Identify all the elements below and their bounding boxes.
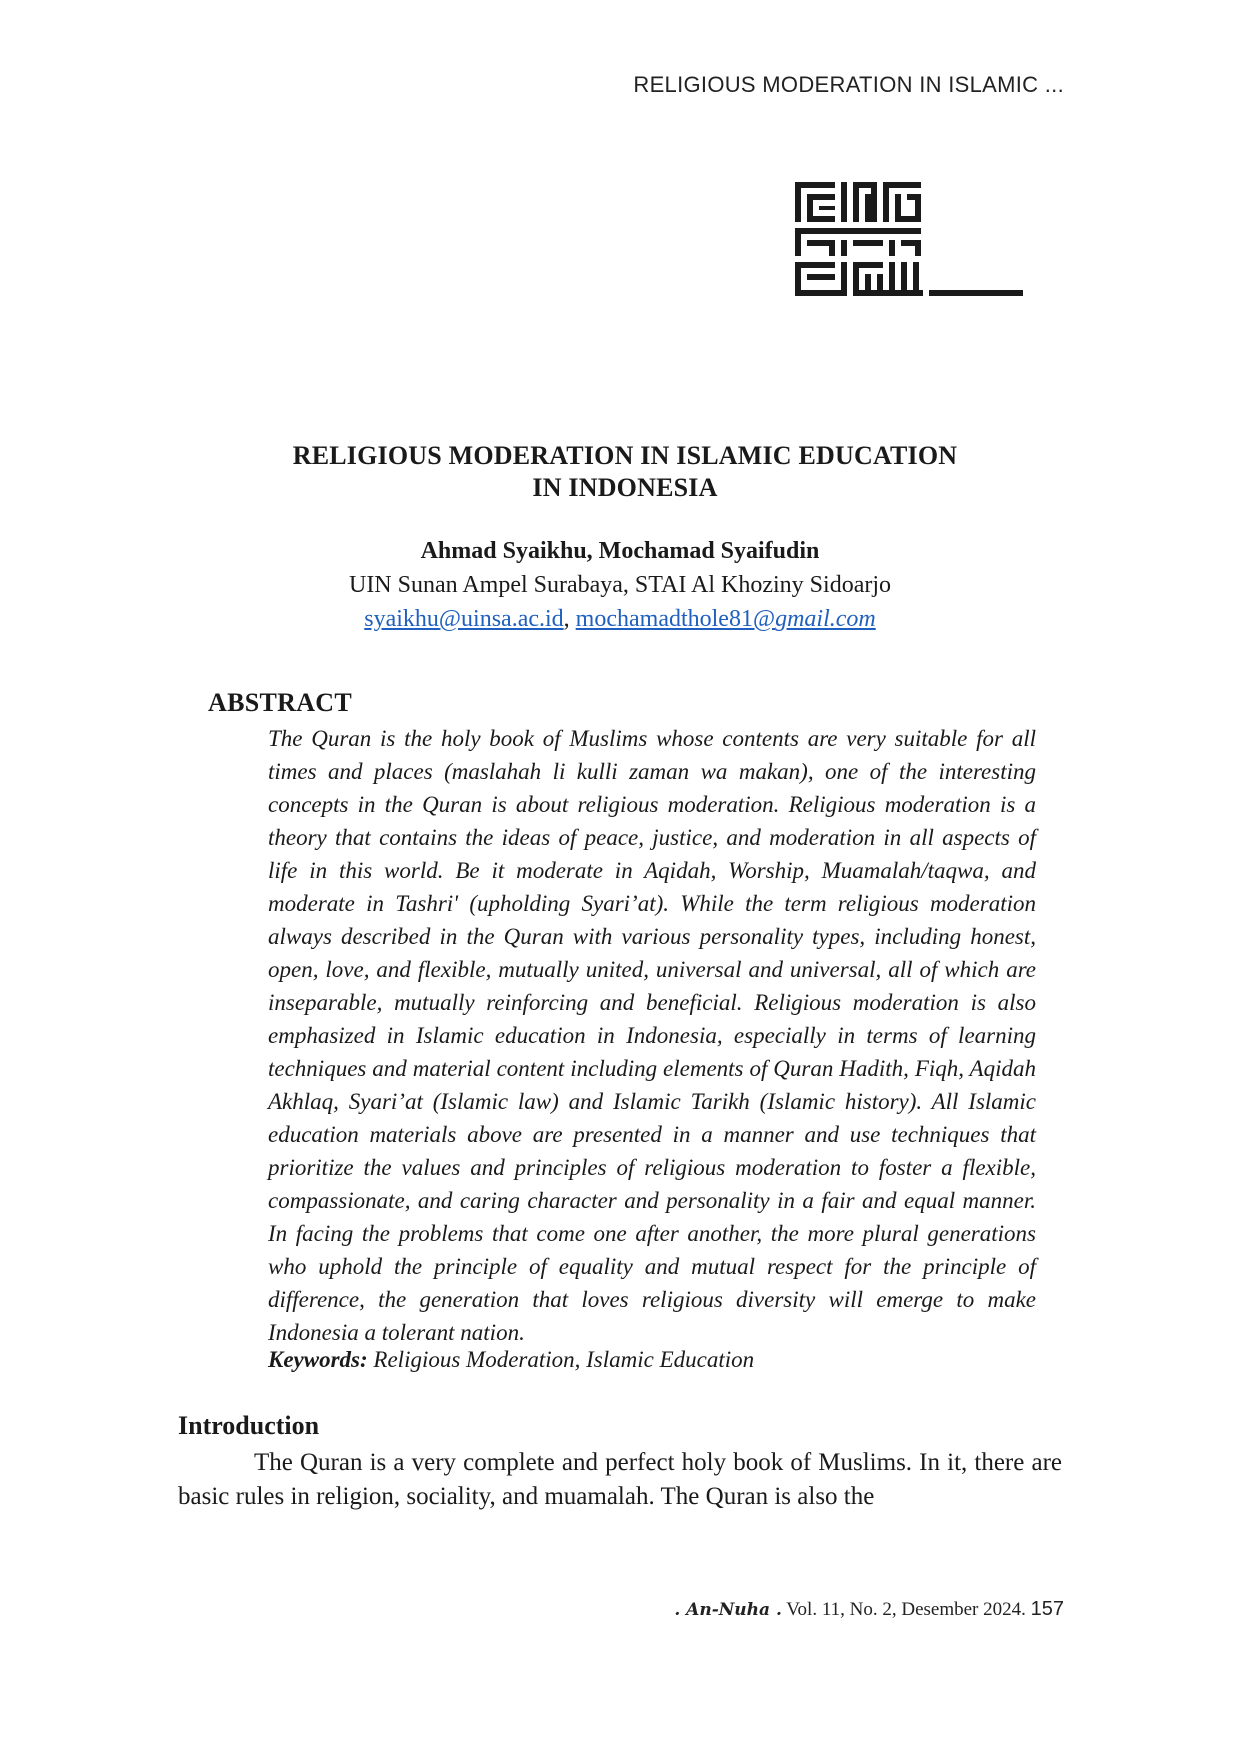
author-affiliation: UIN Sunan Ampel Surabaya, STAI Al Khozin… <box>348 572 891 598</box>
keywords-line: Keywords: Religious Moderation, Islamic … <box>268 1347 754 1373</box>
introduction-heading: Introduction <box>178 1411 320 1440</box>
author-names: Ahmad Syaikhu, Mochamad Syaifudin <box>420 538 820 564</box>
abstract-body: The Quran is the holy book of Muslims wh… <box>268 726 1036 1345</box>
email-separator: , <box>563 606 576 632</box>
journal-name: . An-Nuha . <box>674 1600 782 1620</box>
email-link-1[interactable]: syaikhu@uinsa.ac.id <box>364 606 564 632</box>
introduction-body: The Quran is a very complete and perfect… <box>178 1446 1062 1514</box>
running-title: RELIGIOUS MODERATION IN ISLAMIC ... <box>633 72 1064 97</box>
email-link-2[interactable]: mochamadthole81@gmail.com <box>576 606 876 632</box>
email-2-domain: gmail.com <box>775 606 876 632</box>
page-footer: . An-Nuha . Vol. 11, No. 2, Desember 202… <box>674 1598 1064 1621</box>
page-number: 157 <box>1030 1598 1064 1620</box>
article-title: RELIGIOUS MODERATION IN ISLAMIC EDUCATIO… <box>0 440 1240 504</box>
email-2-user: mochamadthole81@ <box>575 606 776 632</box>
keywords-label: Keywords: <box>268 1347 368 1372</box>
kufic-square-logo-icon <box>795 182 1023 301</box>
title-line-2: IN INDONESIA <box>532 473 718 502</box>
title-line-1: RELIGIOUS MODERATION IN ISLAMIC EDUCATIO… <box>292 441 958 470</box>
volume-info: Vol. 11, No. 2, Desember 2024. <box>781 1599 1031 1620</box>
introduction-paragraph: The Quran is a very complete and perfect… <box>178 1449 1062 1510</box>
keywords-value: Religious Moderation, Islamic Education <box>367 1347 755 1372</box>
abstract-heading: ABSTRACT <box>208 688 352 717</box>
author-emails: syaikhu@uinsa.ac.id, mochamadthole81@gma… <box>0 606 1240 633</box>
